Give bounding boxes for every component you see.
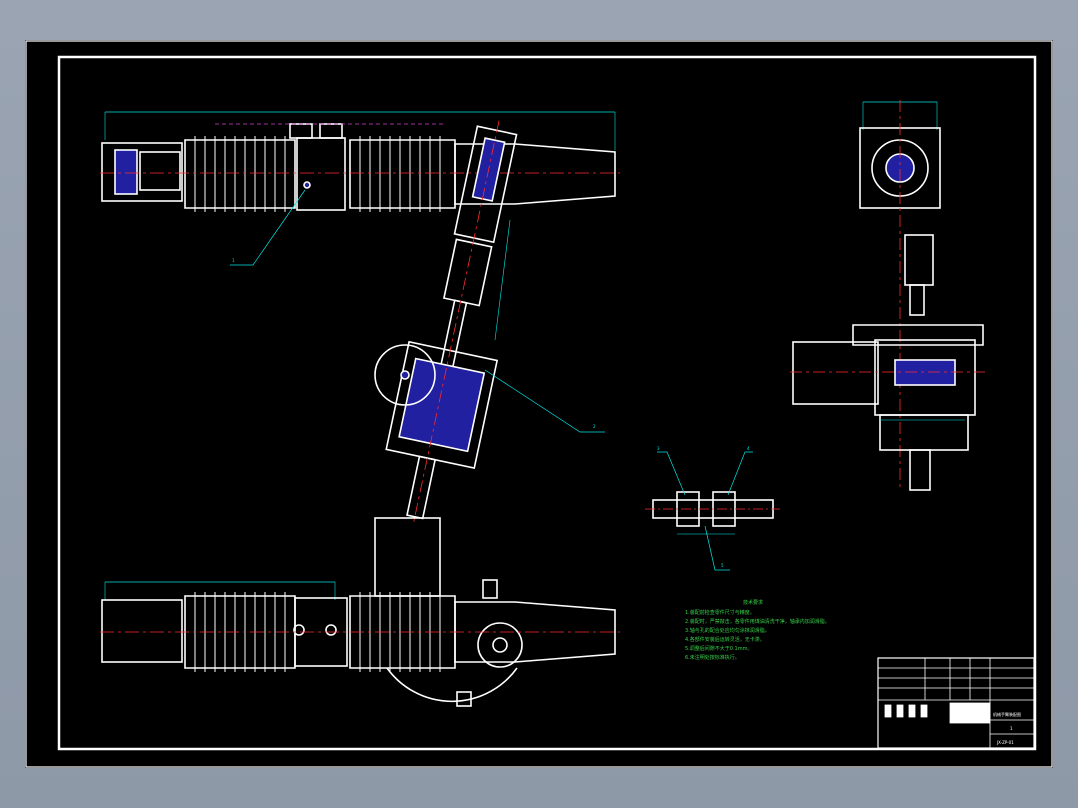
- title-block: [877, 657, 1035, 749]
- tech-note-line-5: 5.调整后间隙不大于0.1mm。: [685, 645, 752, 652]
- tech-note-line-2: 2.装配时，严禁敲击，各零件用煤油清洗干净，轴承内加润滑脂。: [685, 618, 830, 625]
- drawing-name: 机械手臂装配图: [993, 711, 1021, 717]
- tech-note-line-4: 4.各部件安装后运转灵活，无卡滞。: [685, 636, 765, 643]
- balloon-5: 5: [721, 563, 724, 568]
- front-view: [100, 517, 620, 707]
- top-view: [100, 111, 620, 266]
- drawing-number: JX-ZP-01: [996, 740, 1014, 745]
- outer-border: [25, 40, 1053, 768]
- side-view: [790, 100, 985, 491]
- drawing-sheet[interactable]: 1 2: [25, 40, 1053, 768]
- detail-view: [645, 451, 780, 571]
- balloon-4: 4: [747, 446, 750, 451]
- sheet-number: 1: [1010, 726, 1013, 731]
- balloon-3: 3: [657, 446, 660, 451]
- tech-note-line-3: 3.轴与孔的配合处应均匀涂抹润滑脂。: [685, 627, 770, 634]
- diagonal-arm-view: [374, 120, 605, 522]
- tech-note-line-1: 1.装配前检查零件尺寸与精度。: [685, 609, 755, 616]
- tech-note-line-6: 6.未注明处按标准执行。: [685, 654, 740, 661]
- tech-notes-title: 技术要求: [743, 599, 763, 606]
- balloon-1: 1: [232, 258, 235, 263]
- technical-notes: 技术要求 1.装配前检查零件尺寸与精度。 2.装配时，严禁敲击，各零件用煤油清洗…: [685, 599, 830, 661]
- drawing-canvas: 1 2: [25, 40, 1053, 768]
- balloon-2: 2: [593, 424, 596, 429]
- inner-border: [57, 55, 1037, 751]
